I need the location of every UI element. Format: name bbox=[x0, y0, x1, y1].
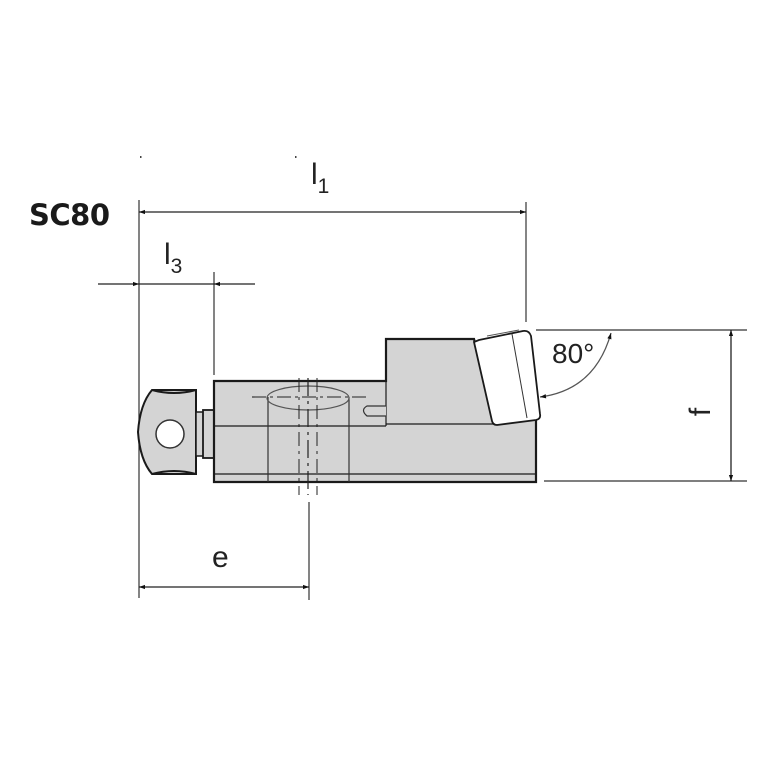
model-label: SC80 bbox=[29, 198, 110, 232]
dot-mark bbox=[140, 156, 142, 158]
knob-hole bbox=[155, 419, 185, 449]
angle-arc-80 bbox=[539, 332, 612, 399]
screw-tip bbox=[362, 405, 386, 417]
dot-mark bbox=[295, 156, 297, 158]
l3-symbol: l bbox=[164, 238, 171, 271]
l3-subscript: 3 bbox=[170, 255, 183, 278]
dimension-label-f: f bbox=[684, 407, 718, 417]
cutting-insert bbox=[472, 329, 542, 426]
l1-subscript: 1 bbox=[317, 175, 330, 198]
holder-body bbox=[212, 337, 538, 495]
end-knob bbox=[136, 389, 197, 475]
dimension-label-l1: l1 bbox=[311, 158, 330, 198]
l1-symbol: l bbox=[311, 158, 318, 191]
angle-label: 80° bbox=[552, 338, 595, 369]
dimension-label-l3: l3 bbox=[164, 238, 183, 278]
neck bbox=[195, 409, 216, 459]
dimension-label-e: e bbox=[212, 541, 229, 574]
extension-lines bbox=[138, 200, 747, 600]
